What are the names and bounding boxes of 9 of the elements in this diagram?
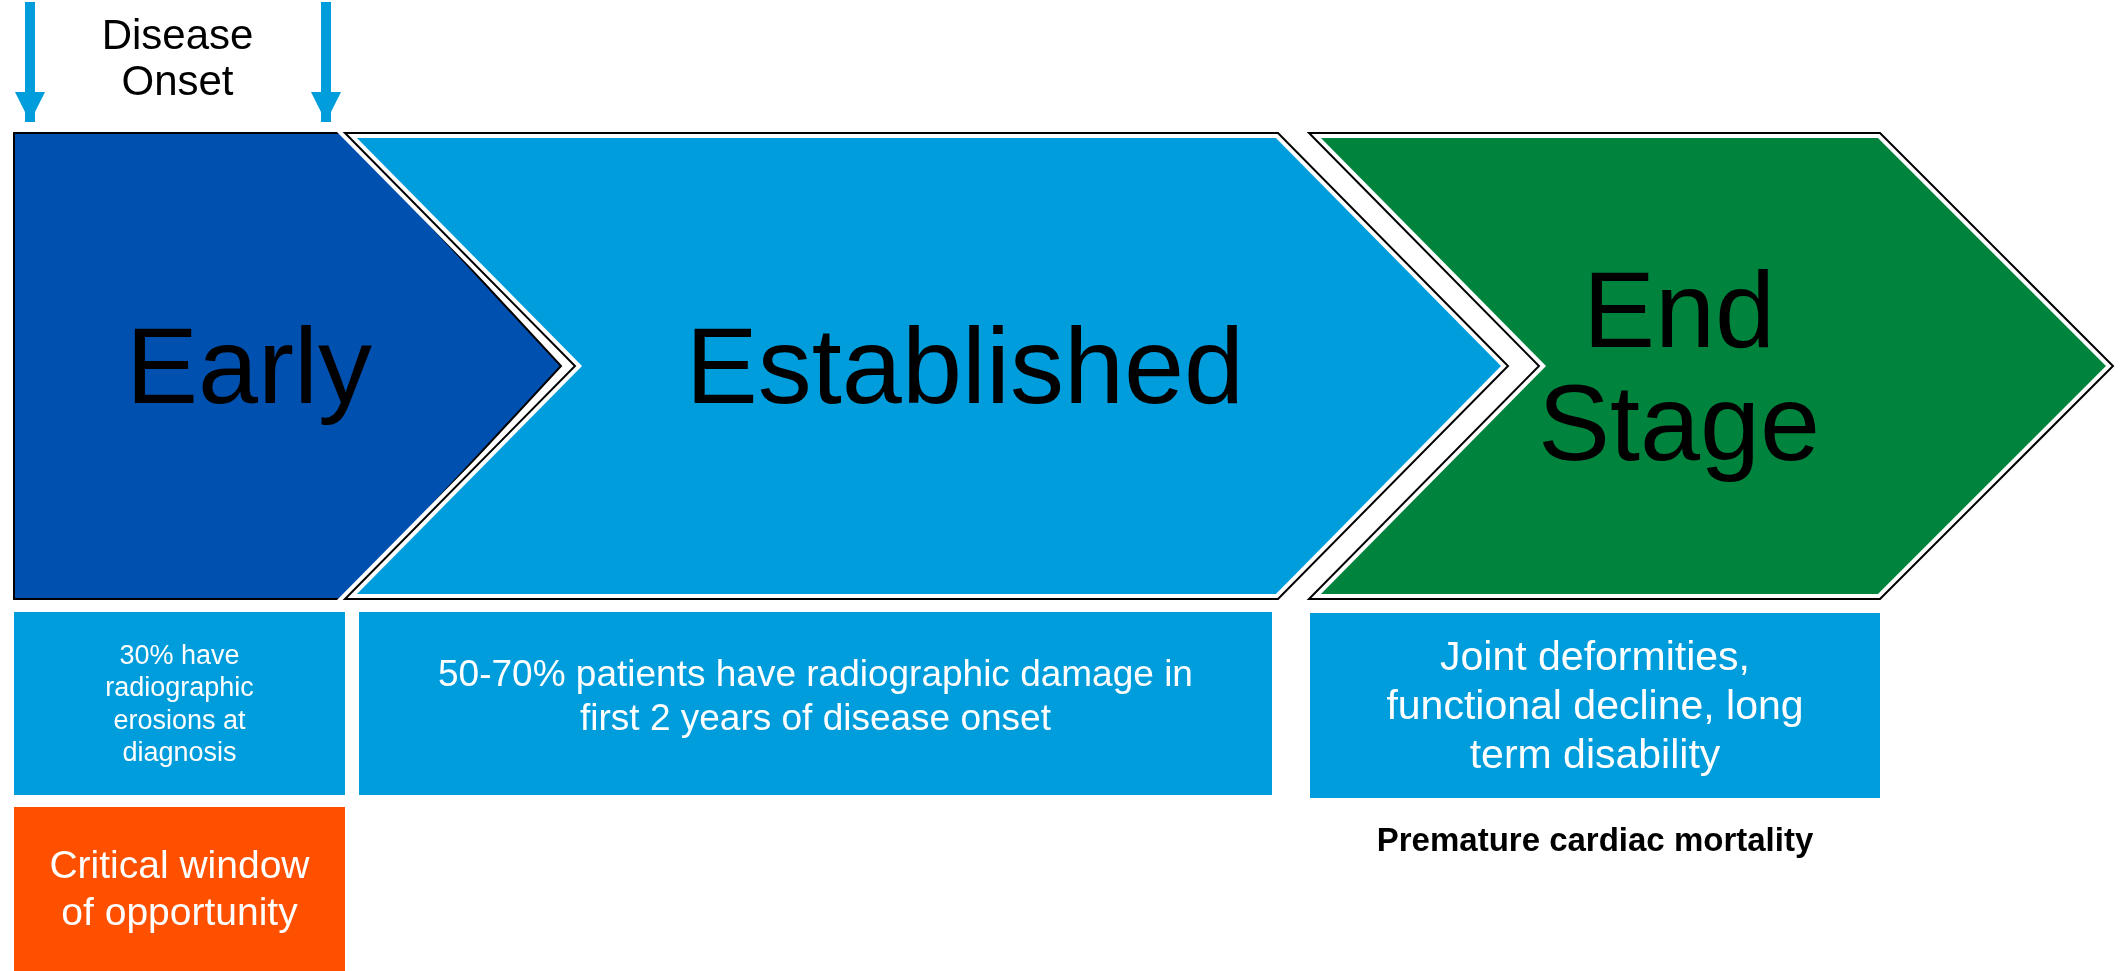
stage-label: Early <box>125 309 373 423</box>
onset-label: Disease Onset <box>100 12 255 105</box>
highlight-box: Critical window of opportunity <box>14 807 345 971</box>
note-text: Premature cardiac mortality <box>1375 822 1815 859</box>
stage-label: End Stage <box>1536 252 1822 480</box>
description-box: 50-70% patients have radiographic damage in first 2 years of disease onset <box>359 612 1272 795</box>
description-box: 30% have radiographic erosions at diagnosis <box>14 612 345 795</box>
stage-label: Established <box>685 309 1245 423</box>
description-box: Joint deformities, functional decline, long term disability <box>1310 613 1880 798</box>
